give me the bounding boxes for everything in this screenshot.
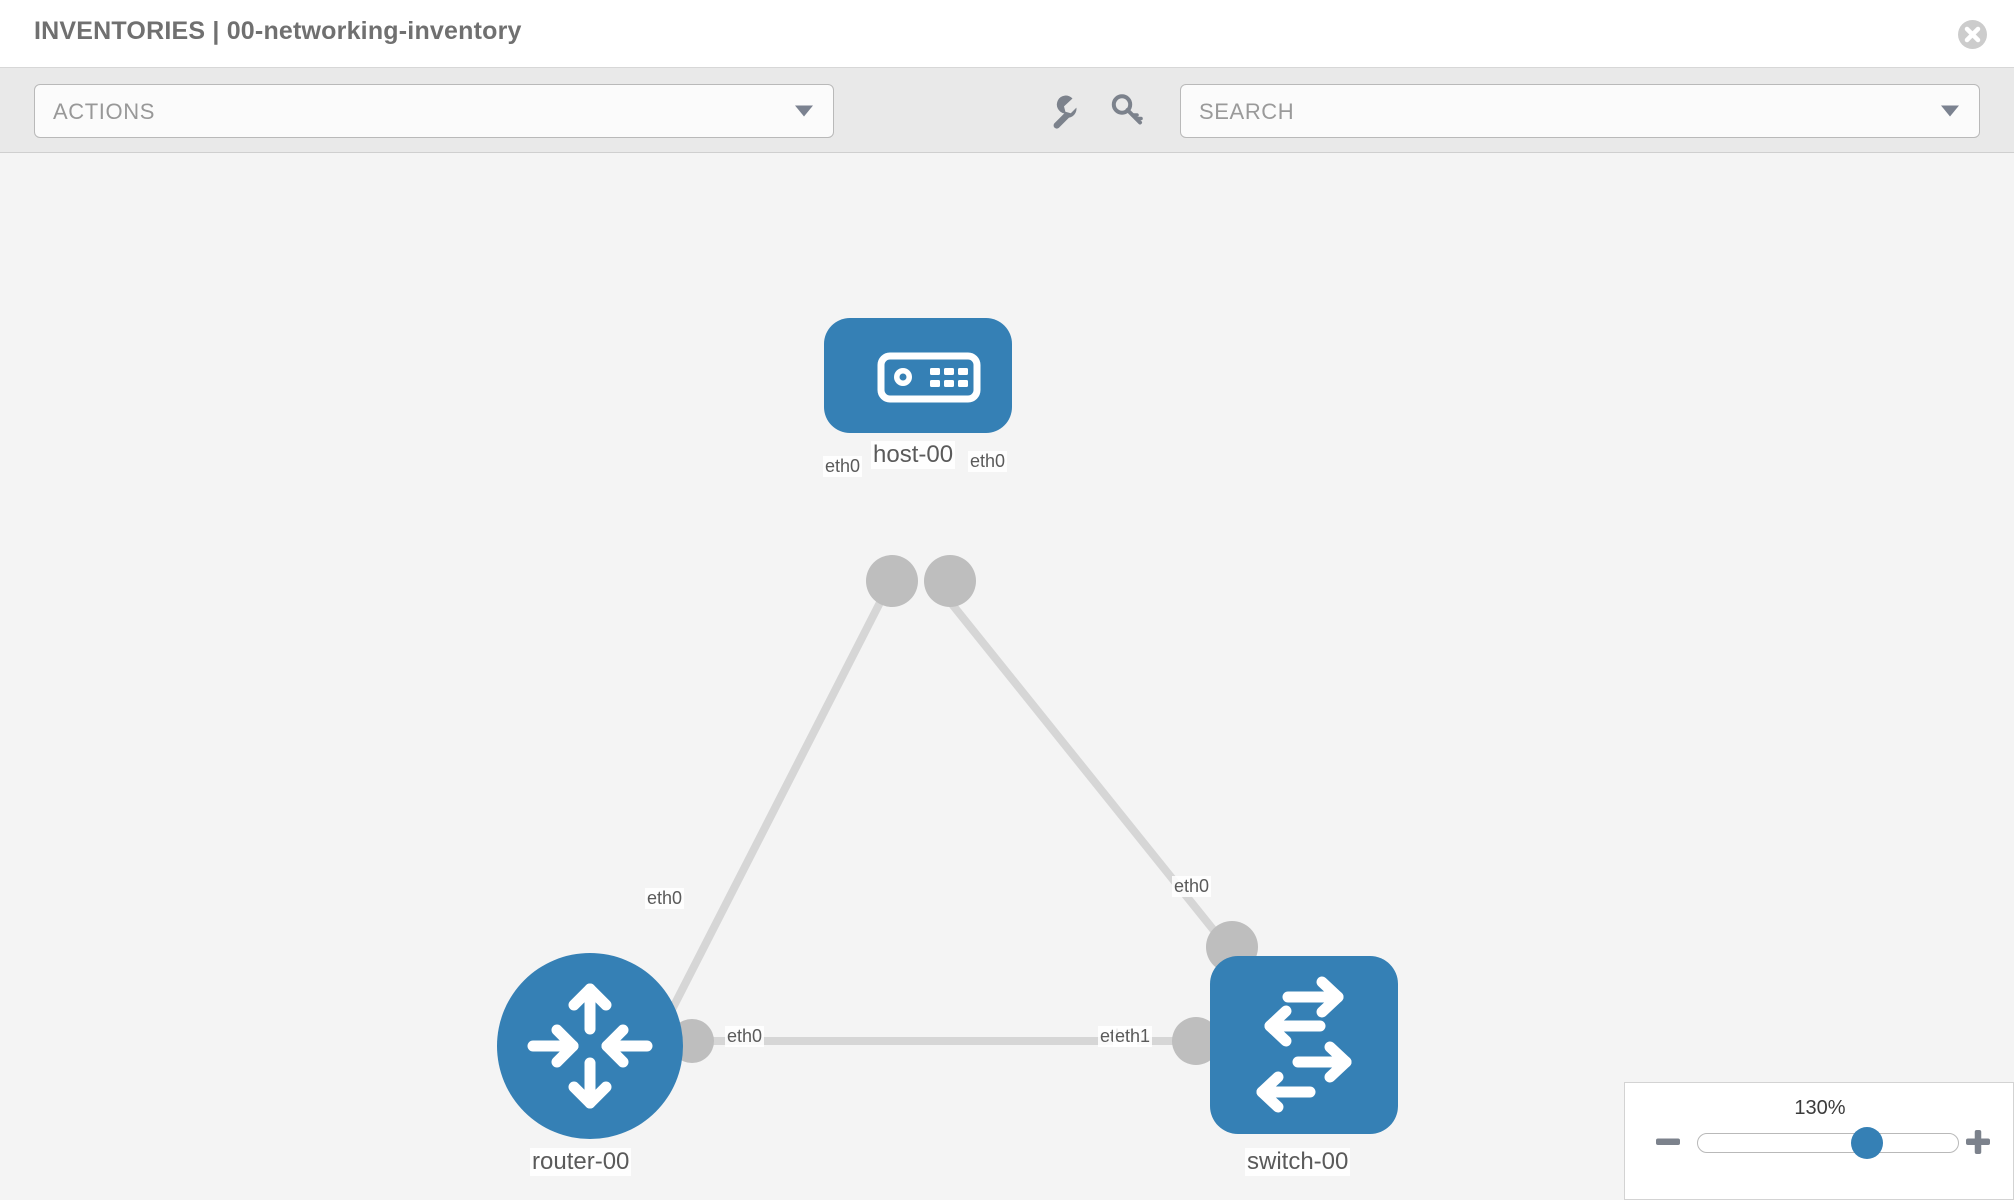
server-icon (877, 352, 981, 403)
edge-label-host-right: eth0 (968, 451, 1008, 472)
search-input[interactable]: SEARCH (1180, 84, 1980, 138)
connector-switch-left[interactable] (1172, 1017, 1220, 1065)
zoom-out-button[interactable] (1653, 1127, 1683, 1157)
actions-dropdown[interactable]: ACTIONS (34, 84, 834, 138)
page-title: INVENTORIES | 00-networking-inventory (34, 17, 522, 45)
toolbar: ACTIONS SEARCH (0, 68, 2014, 153)
chevron-down-icon (795, 105, 813, 117)
zoom-slider-track[interactable] (1697, 1133, 1959, 1153)
node-host-00-shape (824, 318, 1012, 433)
close-button[interactable] (1958, 20, 1987, 49)
node-switch-00-label: switch-00 (1245, 1148, 1351, 1176)
topology-canvas[interactable]: host-00 router-00 (0, 153, 2014, 1200)
wrench-button[interactable] (1042, 90, 1084, 132)
link-host-switch[interactable] (931, 580, 1236, 956)
edge-label-switch-up: eth0 (1172, 876, 1212, 897)
connector-host-left[interactable] (866, 555, 918, 607)
edge-label-host-left: eth0 (823, 456, 863, 477)
switch-arrows-icon (1256, 976, 1352, 1113)
search-placeholder: SEARCH (1199, 99, 1295, 124)
topology-graph (656, 555, 1258, 1065)
plus-icon (1966, 1130, 1990, 1154)
zoom-level-value: 130% (1794, 1097, 1846, 1119)
link-router-host[interactable] (656, 581, 894, 1035)
chevron-down-icon (1941, 105, 1959, 117)
minus-icon (1656, 1138, 1680, 1145)
edge-label-router-up: eth0 (645, 888, 685, 909)
key-icon (1111, 94, 1143, 125)
page-header: INVENTORIES | 00-networking-inventory (0, 0, 2014, 68)
edge-label-switch-left: eth1 (1113, 1026, 1153, 1047)
close-circle-icon (1964, 26, 1981, 43)
zoom-slider-thumb[interactable] (1851, 1127, 1883, 1159)
node-router-00[interactable] (497, 953, 683, 1139)
actions-dropdown-label: ACTIONS (53, 99, 155, 124)
zoom-control-panel[interactable]: 130% (1624, 1082, 2014, 1200)
edge-label-router-right: eth0 (725, 1026, 765, 1047)
wrench-icon (1053, 95, 1077, 129)
node-host-00-label: host-00 (871, 441, 956, 469)
node-switch-00[interactable] (1210, 956, 1398, 1134)
node-router-00-label: router-00 (530, 1148, 632, 1176)
key-button[interactable] (1106, 90, 1148, 132)
node-switch-00-shape (1210, 956, 1398, 1134)
connector-host-right[interactable] (924, 555, 976, 607)
router-arrows-icon (527, 983, 653, 1109)
node-host-00[interactable] (824, 318, 1012, 433)
zoom-in-button[interactable] (1963, 1127, 1993, 1157)
